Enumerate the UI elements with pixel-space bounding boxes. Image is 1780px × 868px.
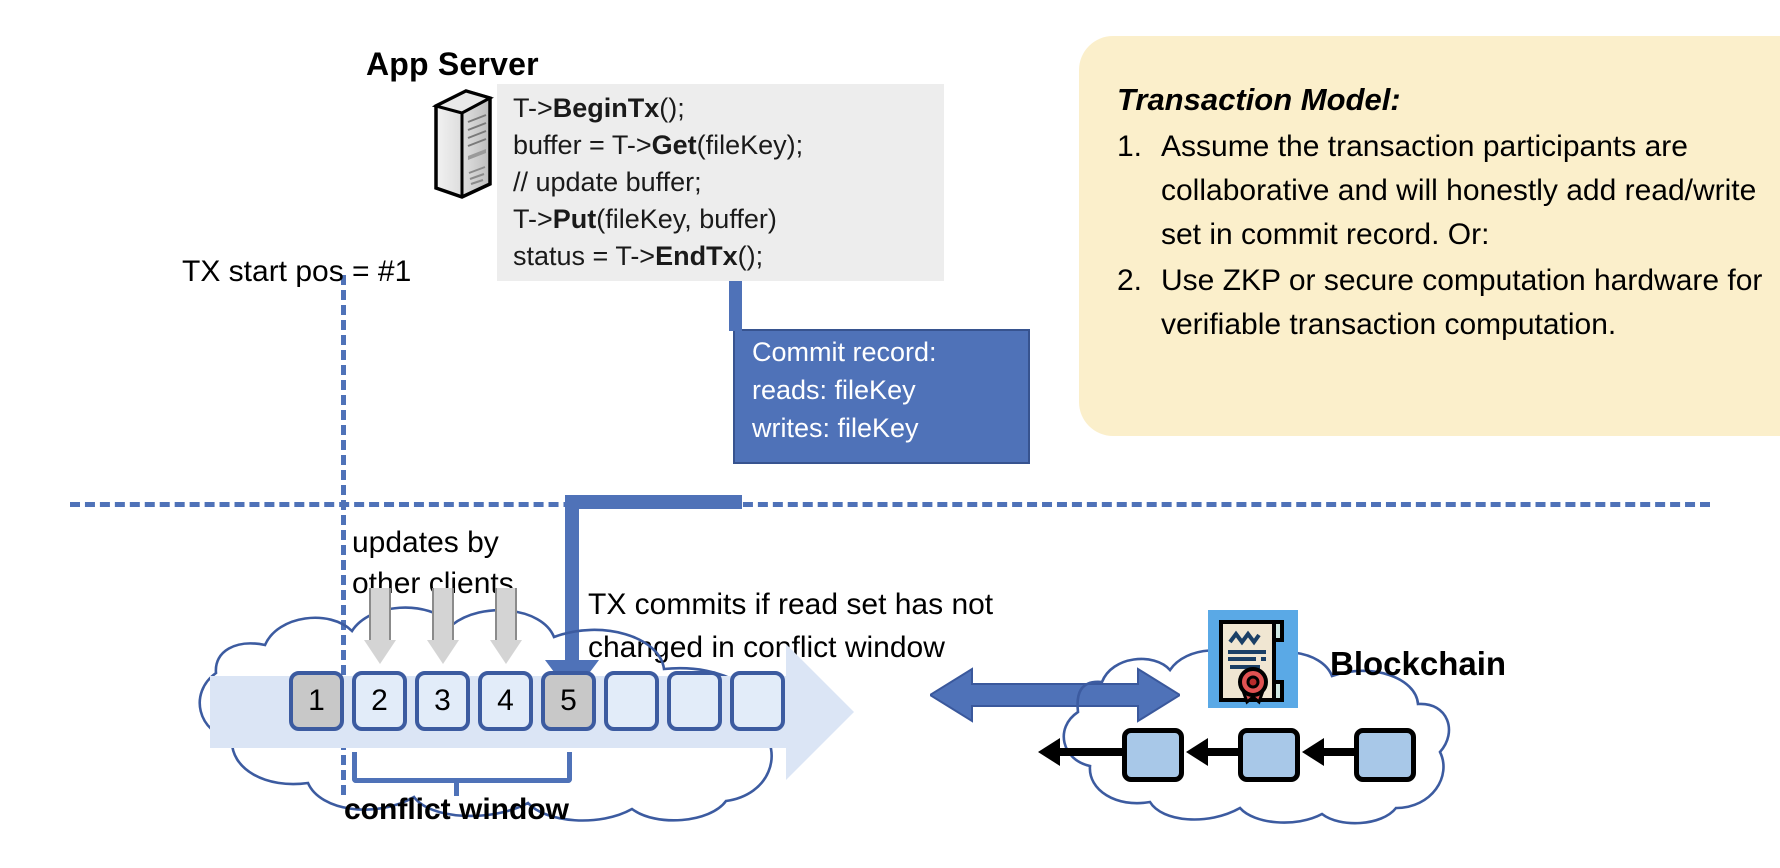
- blockchain-label: Blockchain: [1330, 645, 1507, 682]
- commit-record-reads: reads: fileKey: [752, 375, 916, 405]
- code-block-background: [497, 84, 944, 281]
- commit-record-box: [733, 329, 1030, 464]
- commit-connector-vertical: [565, 495, 579, 675]
- app-server-title: App Server: [366, 46, 539, 82]
- conflict-window-label: conflict window: [344, 793, 569, 826]
- client-update-arrow-icon: [427, 588, 459, 664]
- tx-commits-condition-label: TX commits if read set has not changed i…: [588, 583, 993, 669]
- conflict-window-bracket-tick: [454, 778, 459, 796]
- chain-link-arrowhead-icon: [1038, 738, 1060, 766]
- chain-block[interactable]: [1122, 728, 1184, 782]
- code-bold: Get: [651, 130, 697, 160]
- commit-connector-stub: [729, 281, 742, 331]
- code-line: buffer = T->Get(fileKey);: [513, 127, 943, 164]
- code-pre: T->: [513, 93, 553, 123]
- commits-line-1: TX commits if read set has not: [588, 588, 994, 621]
- code-pre: T->: [513, 204, 553, 234]
- commits-line-2: changed in conflict window: [588, 631, 945, 664]
- server-tower-icon: [432, 89, 494, 199]
- chain-link-arrowhead-icon: [1302, 738, 1324, 766]
- code-post: ();: [659, 93, 685, 123]
- ledger-growth-arrow-icon: [786, 644, 854, 780]
- transaction-model-title: Transaction Model:: [1117, 82, 1401, 117]
- ledger-cloud-shape: [198, 606, 773, 822]
- tx-start-dashed-line: [341, 275, 346, 795]
- transaction-model-list: 1. Assume the transaction participants a…: [1117, 125, 1780, 349]
- commit-record-writes: writes: fileKey: [752, 413, 919, 443]
- transaction-model-callout: [1079, 36, 1780, 436]
- list-item-number: 1.: [1117, 130, 1143, 163]
- code-post: (fileKey);: [696, 130, 804, 160]
- tx-start-pos-label: TX start pos = #1: [182, 255, 412, 288]
- ledger-block[interactable]: 2: [352, 671, 407, 731]
- ledger-block[interactable]: 4: [478, 671, 533, 731]
- client-update-arrow-icon: [490, 588, 522, 664]
- code-line: status = T->EndTx();: [513, 238, 943, 275]
- code-block: T->BeginTx(); buffer = T->Get(fileKey); …: [513, 90, 943, 275]
- list-item-number: 2.: [1117, 264, 1143, 297]
- commit-record-title: Commit record:: [752, 337, 937, 367]
- code-pre: buffer = T->: [513, 130, 652, 160]
- bidirectional-sync-arrow-icon: [930, 667, 1180, 723]
- chain-block[interactable]: [1354, 728, 1416, 782]
- commit-connector-horizontal: [565, 495, 742, 509]
- ledger-block[interactable]: [730, 671, 785, 731]
- code-pre: // update buffer;: [513, 167, 702, 197]
- updates-line-1: updates by: [352, 526, 499, 559]
- code-line: // update buffer;: [513, 164, 943, 201]
- list-item: 1. Assume the transaction participants a…: [1117, 125, 1780, 257]
- conflict-window-bracket: [352, 752, 572, 783]
- ledger-block-label: 5: [560, 684, 577, 717]
- code-post: (fileKey, buffer): [596, 204, 777, 234]
- ledger-block[interactable]: 3: [415, 671, 470, 731]
- ledger-block[interactable]: 5: [541, 671, 596, 731]
- list-item-text: Assume the transaction participants are …: [1161, 130, 1757, 251]
- code-bold: EndTx: [655, 241, 738, 271]
- ledger-block-label: 2: [371, 684, 388, 717]
- chain-link-arrowhead-icon: [1186, 738, 1208, 766]
- code-bold: Put: [552, 204, 597, 234]
- list-item-text: Use ZKP or secure computation hardware f…: [1161, 264, 1763, 341]
- ledger-block[interactable]: [667, 671, 722, 731]
- code-line: T->BeginTx();: [513, 90, 943, 127]
- ledger-block[interactable]: 1: [289, 671, 344, 731]
- chain-link-arrow: [1324, 748, 1354, 756]
- code-pre: status = T->: [513, 241, 656, 271]
- list-item: 2. Use ZKP or secure computation hardwar…: [1117, 259, 1780, 347]
- ledger-block-label: 4: [497, 684, 514, 717]
- horizontal-dashed-divider: [70, 502, 1710, 507]
- client-update-arrow-icon: [364, 588, 396, 664]
- code-line: T->Put(fileKey, buffer): [513, 201, 943, 238]
- code-bold: BeginTx: [552, 93, 660, 123]
- commit-record-text: Commit record: reads: fileKey writes: fi…: [752, 333, 1032, 447]
- chain-block[interactable]: [1238, 728, 1300, 782]
- code-post: ();: [737, 241, 764, 271]
- ledger-block-label: 1: [308, 684, 325, 717]
- certificate-scroll-icon: [1208, 610, 1298, 708]
- chain-link-arrow: [1060, 748, 1122, 756]
- chain-link-arrow: [1208, 748, 1238, 756]
- ledger-block-label: 3: [434, 684, 451, 717]
- ledger-block[interactable]: [604, 671, 659, 731]
